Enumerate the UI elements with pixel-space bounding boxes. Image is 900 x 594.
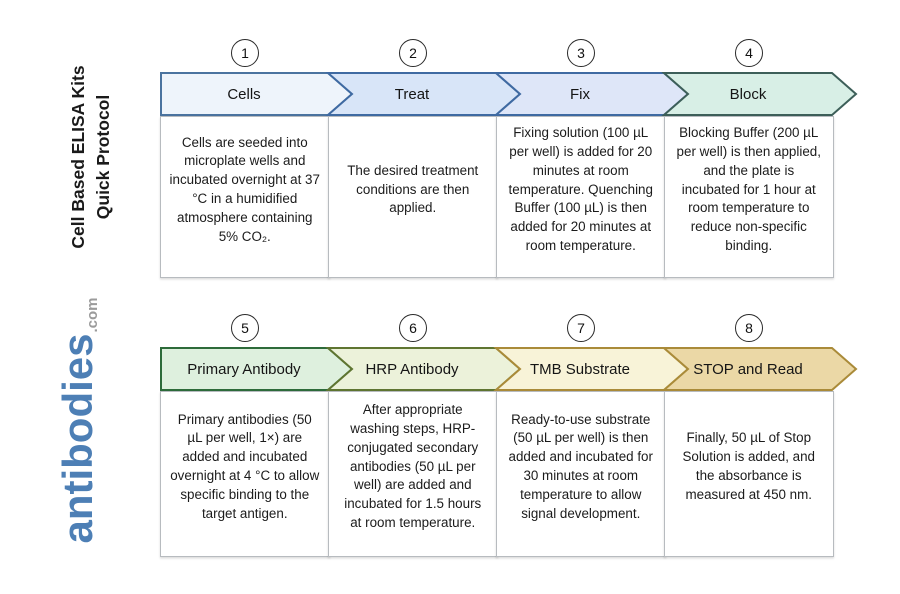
brand-logo: antibodies.com: [54, 281, 121, 561]
step-description: The desired treatment conditions are the…: [347, 162, 479, 216]
step-number-badge: 7: [567, 314, 595, 342]
brand-logo-name: antibodies: [54, 333, 101, 544]
step-description: Blocking Buffer (200 µL per well) is the…: [676, 125, 821, 253]
step-number-badge: 2: [399, 39, 427, 67]
page-title-line2: Quick Protocol: [92, 94, 113, 220]
row2-arrows: Primary Antibody HRP Antibody TMB Substr…: [160, 347, 860, 391]
step-number-badge: 1: [231, 39, 259, 67]
step-number-badge: 8: [735, 314, 763, 342]
step-arrow-label: Cells: [227, 85, 261, 103]
step-description: After appropriate washing steps, HRP-con…: [344, 402, 482, 530]
step-description: Finally, 50 µL of Stop Solution is added…: [682, 430, 816, 502]
page-title: Cell Based ELISA Kits Quick Protocol: [66, 27, 116, 287]
step-description-box: After appropriate washing steps, HRP-con…: [328, 391, 498, 557]
diagram-content: 1 2 3 4 Cells Treat Fix Block Cells are …: [160, 0, 872, 594]
step-description-box: The desired treatment conditions are the…: [328, 116, 498, 278]
step-arrow-block: [661, 72, 858, 116]
step-arrow-label: HRP Antibody: [365, 360, 459, 378]
step-description: Cells are seeded into microplate wells a…: [169, 134, 320, 244]
row2-description-boxes: Primary antibodies (50 µL per well, 1×) …: [160, 391, 834, 557]
step-arrow-label: Block: [729, 85, 767, 103]
step-description-box: Primary antibodies (50 µL per well, 1×) …: [160, 391, 330, 557]
step-arrow-stop-and-read: [661, 347, 858, 391]
step-arrow-label: Primary Antibody: [187, 360, 301, 378]
step-arrow-label: STOP and Read: [693, 360, 803, 378]
row2-arrow-shapes: [160, 347, 858, 391]
row2-step-badges: 5 6 7 8: [160, 314, 832, 342]
row1-description-boxes: Cells are seeded into microplate wells a…: [160, 116, 834, 278]
row1-step-badges: 1 2 3 4: [160, 39, 832, 67]
step-description: Primary antibodies (50 µL per well, 1×) …: [170, 411, 320, 521]
step-arrow-label: TMB Substrate: [529, 360, 631, 378]
step-number-badge: 5: [231, 314, 259, 342]
step-description: Ready-to-use substrate (50 µL per well) …: [508, 411, 653, 521]
step-description-box: Fixing solution (100 µL per well) is add…: [496, 116, 666, 278]
step-description-box: Blocking Buffer (200 µL per well) is the…: [664, 116, 834, 278]
step-description-box: Ready-to-use substrate (50 µL per well) …: [496, 391, 666, 557]
step-description-box: Cells are seeded into microplate wells a…: [160, 116, 330, 278]
row1-arrow-shapes: [160, 72, 858, 116]
row1-arrows: Cells Treat Fix Block: [160, 72, 860, 116]
step-number-badge: 4: [735, 39, 763, 67]
step-description-box: Finally, 50 µL of Stop Solution is added…: [664, 391, 834, 557]
step-arrow-label: Treat: [394, 85, 430, 103]
step-number-badge: 3: [567, 39, 595, 67]
brand-logo-tld: .com: [84, 297, 101, 333]
step-number-badge: 6: [399, 314, 427, 342]
step-description: Fixing solution (100 µL per well) is add…: [508, 125, 653, 253]
page-title-line1: Cell Based ELISA Kits: [68, 65, 88, 249]
step-arrow-label: Fix: [570, 85, 590, 103]
